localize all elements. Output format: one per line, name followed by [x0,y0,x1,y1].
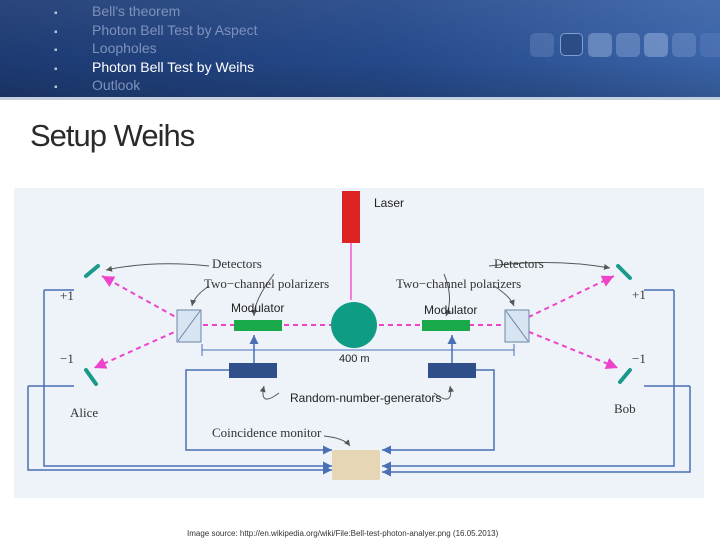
plus-one-left: +1 [60,288,74,303]
alice-label: Alice [70,405,99,420]
header-rule [0,97,720,100]
coincidence-monitor [332,450,380,480]
polarizers-right-label: Two−channel polarizers [396,276,522,291]
agenda-item-label: Photon Bell Test by Aspect [92,21,258,38]
detectors-right-label: Detectors [494,256,544,271]
laser-label: Laser [374,196,405,210]
setup-figure: Laser Detectors Detectors Two−channel po… [14,188,704,498]
modulator-right-label: Modulator [424,303,478,317]
bullet-icon: ▪ [54,26,58,38]
agenda-item-label: Outlook [92,77,141,93]
photon-source [331,302,377,348]
agenda-item-label: Loopholes [92,40,157,56]
bullet-icon: ▪ [54,63,58,75]
minus-one-right: −1 [632,351,646,366]
square-decoration [616,33,640,57]
agenda-item: ▪ Photon Bell Test by Aspect [52,21,258,40]
plus-one-right: +1 [632,287,646,302]
square-decoration [700,33,720,57]
agenda-item: ▪ Loopholes [52,39,258,58]
polarizer-right [504,309,530,343]
polarizer-left [176,309,202,343]
detectors-left-label: Detectors [212,256,262,271]
slide-title: Setup Weihs [30,118,195,153]
square-decoration [588,33,612,57]
square-decoration [560,33,583,56]
bullet-icon: ▪ [54,45,58,56]
annotation-arrows [105,261,611,447]
polarizers-left-label: Two−channel polarizers [204,276,330,291]
bullet-icon: ▪ [54,82,58,93]
setup-diagram [27,191,691,480]
bullet-icon: ▪ [54,8,58,19]
modulator-left [234,320,282,331]
rng-left [229,363,277,378]
modulator-left-label: Modulator [231,301,285,315]
square-decoration [644,33,668,57]
agenda-item: ▪ Bell's theorem [52,2,258,21]
agenda-item: ▪ Outlook [52,76,258,95]
square-decoration [672,33,696,57]
detectors [84,264,632,386]
agenda-item-current: ▪ Photon Bell Test by Weihs [52,58,258,77]
agenda-list: ▪ Bell's theorem ▪ Photon Bell Test by Asp… [52,2,258,95]
bob-label: Bob [614,401,636,416]
minus-one-left: −1 [60,351,74,366]
slide-header: ▪ Bell's theorem ▪ Photon Bell Test by Asp… [0,0,720,100]
modulator-drive-lines [249,335,457,363]
modulator-right [422,320,470,331]
distance-label: 400 m [339,353,370,365]
laser [342,191,360,243]
square-decoration [530,33,554,57]
image-source-caption: Image source: http://en.wikipedia.org/wi… [187,529,499,538]
rng-label: Random-number-generators [290,391,442,405]
coincidence-label: Coincidence monitor [212,425,322,440]
agenda-item-label: Photon Bell Test by Weihs [92,58,255,75]
rng-right [428,363,476,378]
agenda-item-label: Bell's theorem [92,3,181,19]
signal-lines [27,289,691,477]
